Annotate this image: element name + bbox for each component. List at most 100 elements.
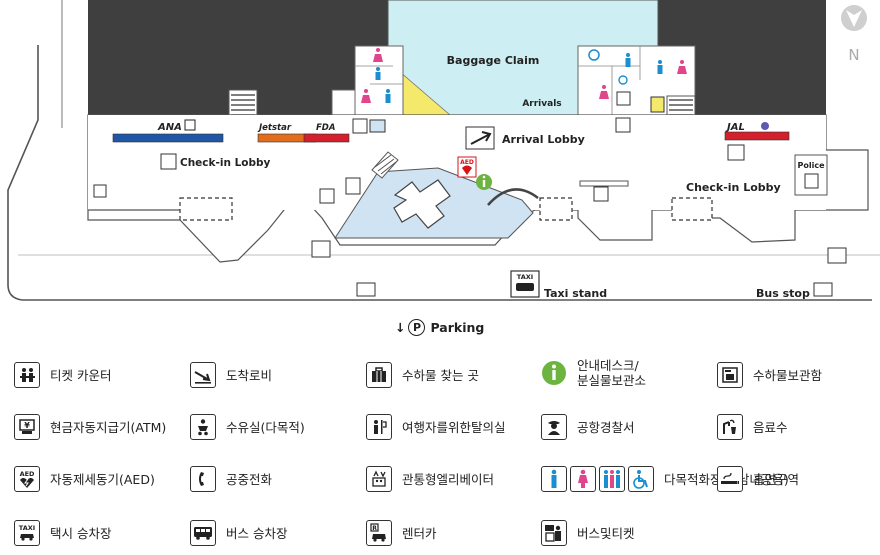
legend-item: 티켓 카운터	[14, 362, 111, 388]
legend-label: 버스 승차장	[226, 525, 288, 541]
north-compass: N	[841, 5, 867, 64]
legend-item: 공중전화	[190, 466, 272, 492]
arrivals-label: Arrivals	[522, 99, 561, 109]
legend-item: 수하물 찾는 곳	[366, 362, 479, 388]
bus-stop-label: Bus stop	[756, 287, 810, 300]
police-label: Police	[797, 161, 825, 170]
female-restroom-icon	[570, 466, 596, 492]
parking-icon: P	[408, 319, 426, 336]
male-restroom-icon	[541, 466, 567, 492]
ana-mark-icon	[184, 119, 196, 131]
arrival-lobby-label: Arrival Lobby	[502, 133, 585, 146]
jetstar-logo: Jetstar	[257, 123, 292, 133]
smoking-area-icon	[311, 240, 331, 258]
taxi-legend-label: TAXI	[19, 524, 35, 532]
bus-icon	[813, 282, 833, 297]
legend-label: 공항경찰서	[577, 419, 635, 435]
bus-ticket-icon	[541, 520, 567, 546]
locker-icon	[717, 362, 743, 388]
arrow-down-icon: ↓	[395, 320, 406, 335]
legend-item: 공항경찰서	[541, 414, 635, 440]
baggage-claim-icon	[366, 362, 392, 388]
male-restroom-icon	[375, 67, 381, 80]
police-icon	[804, 173, 819, 189]
baggage-claim-label: Baggage Claim	[447, 54, 540, 67]
information-desk-icon	[541, 360, 567, 386]
legend-item: 여행자를위한탈의실	[366, 414, 506, 440]
legend-item: 수유실(다목적)	[190, 414, 305, 440]
entrance-gates	[179, 197, 713, 221]
legend-label: 흡연구역	[753, 471, 800, 487]
wheelchair-icon	[588, 49, 600, 61]
locker-icon	[369, 119, 386, 133]
east-wing-block	[658, 0, 826, 150]
female-restroom-icon	[373, 48, 383, 62]
compass-label: N	[848, 46, 859, 64]
ana-logo: ANA	[157, 122, 182, 133]
courtyard-bridge	[487, 188, 539, 206]
legend-label: 도착로비	[226, 367, 273, 383]
ticket-counter-icon	[160, 153, 177, 170]
legend-label: 공중전화	[226, 471, 273, 487]
changing-room-icon	[366, 414, 392, 440]
legend-item: AED 자동제세동기(AED)	[14, 466, 155, 492]
curb-line	[7, 45, 872, 301]
jal-mark-icon	[761, 122, 769, 130]
atm-icon	[319, 188, 335, 204]
locker-icon	[93, 184, 107, 198]
legend-item: 흡연구역	[717, 466, 799, 492]
parking-direction: ↓ P Parking	[395, 319, 484, 336]
spiral-stairs	[371, 151, 399, 179]
jal-counter	[724, 131, 790, 141]
aed-legend-label: AED	[20, 470, 35, 478]
female-restroom-icon	[677, 60, 687, 74]
elevator-icon	[650, 96, 665, 113]
ticket-counter-icon	[14, 362, 40, 388]
svg-text:R: R	[372, 525, 377, 532]
legend-label: 버스및티켓	[577, 525, 635, 541]
terminal-map: Baggage Claim Arrivals	[7, 0, 880, 301]
nursing-room-icon	[190, 414, 216, 440]
changing-room-icon	[616, 91, 631, 106]
bus-icon	[190, 520, 216, 546]
legend-item: 버스 승차장	[190, 520, 287, 546]
taxi-icon: TAXI	[510, 270, 540, 298]
legend-label: 수유실(다목적)	[226, 419, 305, 435]
aed-icon: AED	[14, 466, 40, 492]
bus-ticket-icon	[827, 247, 847, 264]
male-restroom-icon	[625, 53, 631, 67]
legend-label: 렌터카	[402, 525, 437, 541]
parking-label: Parking	[430, 320, 485, 335]
legend-label: 현금자동지급기(ATM)	[50, 419, 167, 435]
west-wing-block	[88, 0, 388, 115]
legend-item: 버스및티켓	[541, 520, 635, 546]
wheelchair-icon	[618, 75, 628, 85]
svg-text:¥: ¥	[24, 421, 30, 430]
legend-item: 관통형엘리베이터	[366, 466, 494, 492]
wheelchair-icon	[628, 466, 654, 492]
ana-counter	[112, 133, 224, 143]
legend-label: 택시 승차장	[50, 525, 112, 541]
courtyard-sculpture	[393, 179, 451, 229]
elevator-icon	[366, 466, 392, 492]
smoking-area-icon	[717, 466, 743, 492]
legend-item: 음료수	[717, 414, 788, 440]
atm-icon	[352, 118, 368, 134]
legend-label: 안내데스크/ 분실물보관소	[577, 358, 647, 388]
drinking-water-icon	[615, 117, 631, 133]
legend-label: 자동제세동기(AED)	[50, 471, 155, 487]
taxi-sign-label: TAXI	[517, 273, 533, 281]
checkin-lobby-east-label: Check-in Lobby	[686, 181, 781, 194]
legend-label: 여행자를위한탈의실	[402, 419, 506, 435]
fda-logo: FDA	[316, 123, 335, 133]
restroom-icon	[541, 466, 654, 492]
atm-icon: ¥	[14, 414, 40, 440]
aed-icon: AED	[457, 156, 477, 178]
female-restroom-icon	[599, 85, 609, 99]
male-restroom-icon	[385, 89, 391, 103]
legend-item: 안내데스크/ 분실물보관소	[541, 358, 646, 388]
legend-label: 관통형엘리베이터	[402, 471, 495, 487]
legend-label: 티켓 카운터	[50, 367, 112, 383]
bus-icon	[356, 282, 376, 297]
taxi-stand-label: Taxi stand	[544, 287, 607, 300]
